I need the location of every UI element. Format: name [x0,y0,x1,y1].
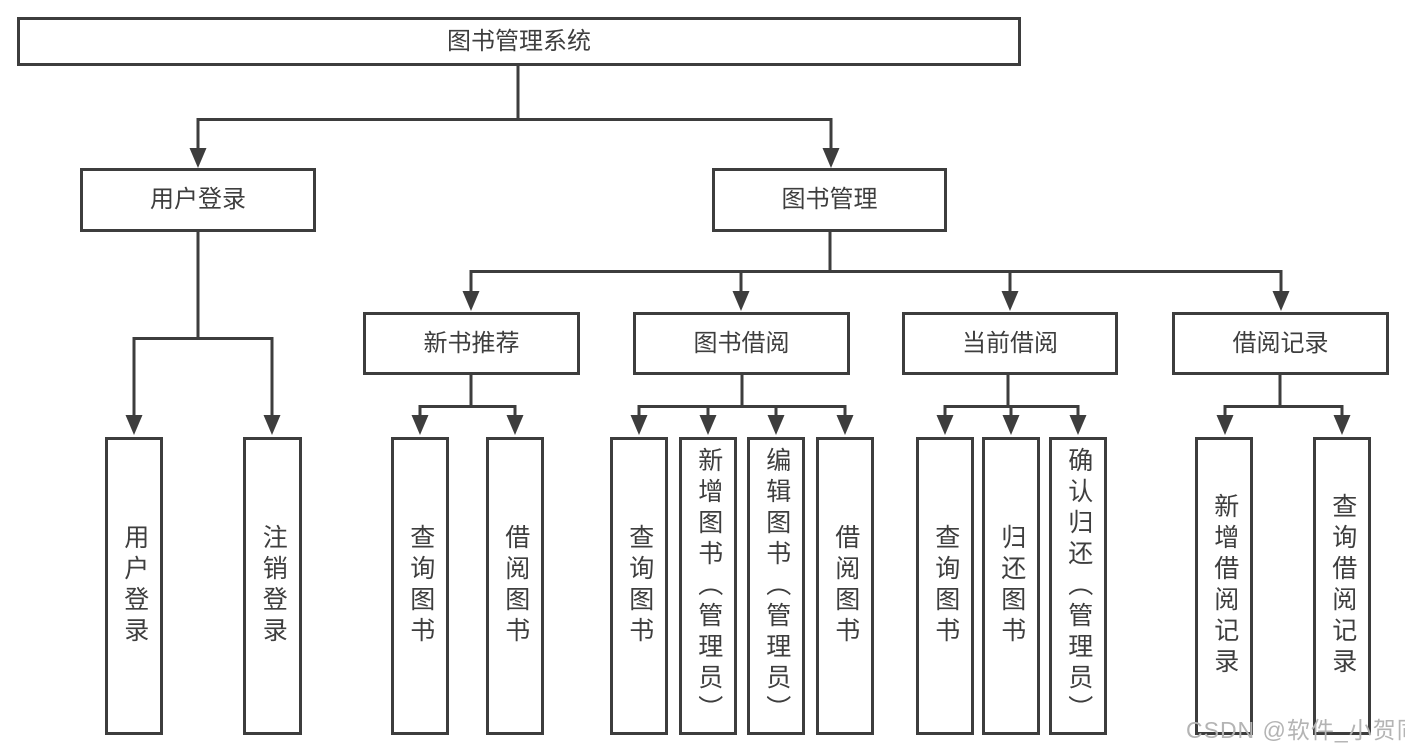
node-label: 借阅图书 [831,524,860,648]
arrowhead [125,415,143,435]
leaf-borrow-books-recommend: 借阅图书 [486,437,544,735]
leaf-add-borrow-record: 新增借阅记录 [1195,437,1253,735]
node-label: 图书管理 [781,186,878,213]
node-label: 当前借阅 [962,329,1058,357]
node-label: 注销登录 [259,524,288,648]
arrowhead [767,415,785,435]
csdn-watermark: CSDN @软件_小贺同学 [1186,717,1405,743]
node-label: 用户登录 [150,186,246,213]
node-user-login: 用户登录 [80,168,316,232]
leaf-query-books-current: 查询图书 [916,437,974,735]
node-label: 查询图书 [931,524,960,648]
leaf-query-books-recommend: 查询图书 [391,437,449,735]
node-borrow-records: 借阅记录 [1172,312,1389,375]
arrowhead [1069,415,1087,435]
leaf-query-borrow-record: 查询借阅记录 [1313,437,1371,735]
node-book-borrow: 图书借阅 [633,312,850,375]
arrowhead [732,291,750,311]
node-label: 借阅记录 [1232,329,1329,357]
leaf-borrow-books: 借阅图书 [816,437,874,735]
node-book-management: 图书管理 [712,168,947,232]
arrowhead [1001,291,1019,311]
arrowhead [836,415,854,435]
leaf-user-login: 用户登录 [105,437,163,735]
node-label: 新增借阅记录 [1210,493,1239,679]
arrowhead [1272,291,1290,311]
arrowhead [189,148,207,168]
arrowhead [630,415,648,435]
leaf-confirm-return-admin: 确认归还（管理员） [1049,437,1107,735]
node-current-borrow: 当前借阅 [902,312,1118,375]
node-label: 图书借阅 [693,329,790,357]
arrowhead [263,415,281,435]
arrowhead [936,415,954,435]
arrowhead [1002,415,1020,435]
node-label: 查询借阅记录 [1328,493,1357,679]
leaf-add-books-admin: 新增图书（管理员） [679,437,737,735]
node-new-book-recommend: 新书推荐 [363,312,580,375]
arrowhead [1216,415,1234,435]
node-label: 新增图书（管理员） [694,446,723,726]
node-label: 查询图书 [625,524,654,648]
node-label: 确认归还（管理员） [1064,446,1093,726]
arrowhead [822,148,840,168]
leaf-query-books-borrow: 查询图书 [610,437,668,735]
arrowhead [462,291,480,311]
node-label: 图书管理系统 [447,27,591,55]
arrowhead [411,415,429,435]
node-label: 编辑图书（管理员） [762,446,791,726]
arrowhead [699,415,717,435]
node-label: 归还图书 [997,524,1026,648]
leaf-logout: 注销登录 [243,437,302,735]
node-root-system: 图书管理系统 [17,17,1021,66]
node-label: 新书推荐 [423,329,520,357]
node-label: 用户登录 [120,524,149,648]
arrowhead [506,415,524,435]
arrowhead [1333,415,1351,435]
leaf-return-books: 归还图书 [982,437,1040,735]
node-label: 借阅图书 [501,524,530,648]
node-label: 查询图书 [406,524,435,648]
leaf-edit-books-admin: 编辑图书（管理员） [747,437,805,735]
